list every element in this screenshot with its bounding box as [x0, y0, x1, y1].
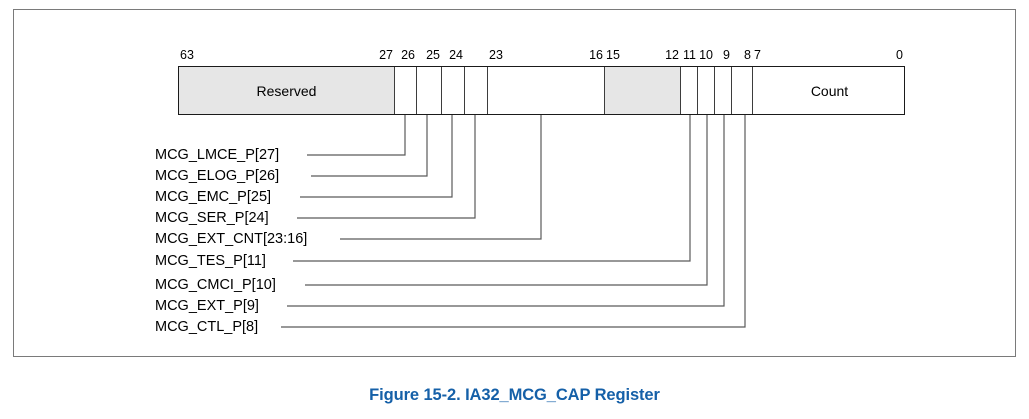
register-field-bit-10 [698, 67, 715, 114]
callout-label-6: MCG_CMCI_P[10] [155, 277, 276, 293]
bit-number-9: 9 [723, 48, 730, 62]
bit-number-0: 0 [896, 48, 903, 62]
bit-number-11: 11 [683, 48, 696, 62]
register-field-reserved: Reserved [179, 67, 395, 114]
bit-number-25: 25 [426, 48, 440, 62]
callout-label-3: MCG_SER_P[24] [155, 210, 269, 226]
callout-label-2: MCG_EMC_P[25] [155, 189, 272, 205]
callout-label-0: MCG_LMCE_P[27] [155, 147, 280, 163]
bit-number-24: 24 [449, 48, 463, 62]
bit-number-23: 23 [489, 48, 503, 62]
register-field-bit-25 [442, 67, 465, 114]
bit-number-8: 8 [744, 48, 751, 62]
bit-number-63: 63 [180, 48, 194, 62]
register-field-bit-24 [465, 67, 488, 114]
bit-number-27: 27 [379, 48, 393, 62]
bit-number-26: 26 [401, 48, 415, 62]
bit-number-7: 7 [754, 48, 761, 62]
bit-number-15: 15 [606, 48, 620, 62]
register-field-label: Reserved [256, 82, 317, 99]
callout-label-5: MCG_TES_P[11] [155, 253, 266, 269]
bit-number-10: 10 [699, 48, 713, 62]
figure-caption: Figure 15-2. IA32_MCG_CAP Register [369, 386, 660, 404]
register-field-bit-11 [681, 67, 698, 114]
callout-label-8: MCG_CTL_P[8] [155, 319, 259, 335]
register-bit-box: Reserved Count [178, 66, 905, 115]
callout-label-4: MCG_EXT_CNT[23:16] [155, 231, 308, 247]
register-field-label: Count [810, 82, 849, 99]
register-field-bit-9 [715, 67, 732, 114]
register-field-bit-23 [488, 67, 605, 114]
register-field-bit-15 [605, 67, 681, 114]
bit-number-12: 12 [665, 48, 679, 62]
register-field-bit-8 [732, 67, 753, 114]
register-field-bit-26 [417, 67, 442, 114]
callout-label-7: MCG_EXT_P[9] [155, 298, 259, 314]
register-field-count: Count [753, 67, 906, 114]
register-field-bit-27 [395, 67, 417, 114]
callout-label-1: MCG_ELOG_P[26] [155, 168, 280, 184]
bit-number-16: 16 [589, 48, 603, 62]
